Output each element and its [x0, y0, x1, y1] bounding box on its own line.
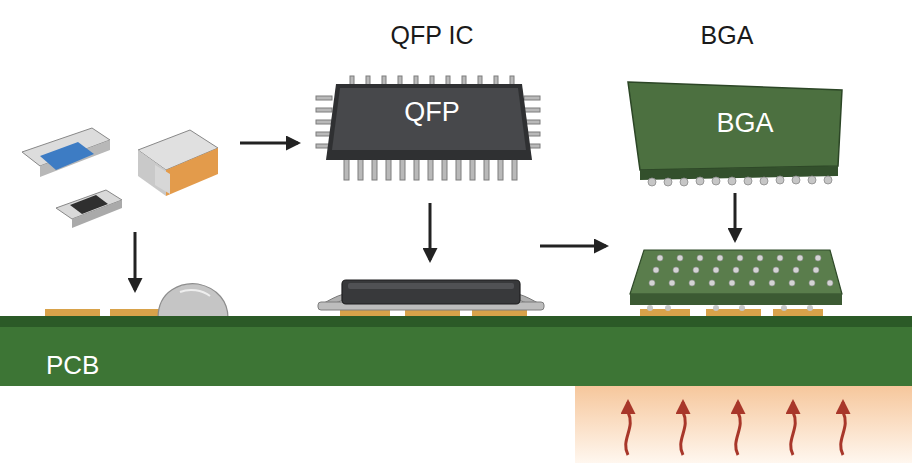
pcb-board: PCB	[0, 316, 912, 386]
chip-heading: BGA	[701, 22, 754, 50]
bga-chip	[628, 82, 842, 186]
mounted-parts	[45, 250, 842, 318]
heat-arrows	[626, 402, 846, 455]
chip-label: QFP	[404, 98, 460, 128]
heat-zone	[575, 386, 912, 463]
passive-components	[22, 128, 218, 228]
chip-label: BGA	[716, 109, 773, 139]
board-label: PCB	[46, 351, 99, 380]
qfp-chip-node: QFP IC QFP	[300, 22, 564, 172]
qfp-chip	[316, 76, 540, 180]
chip-heading: QFP IC	[391, 22, 474, 50]
bga-chip-node: BGA BGA	[612, 22, 878, 172]
